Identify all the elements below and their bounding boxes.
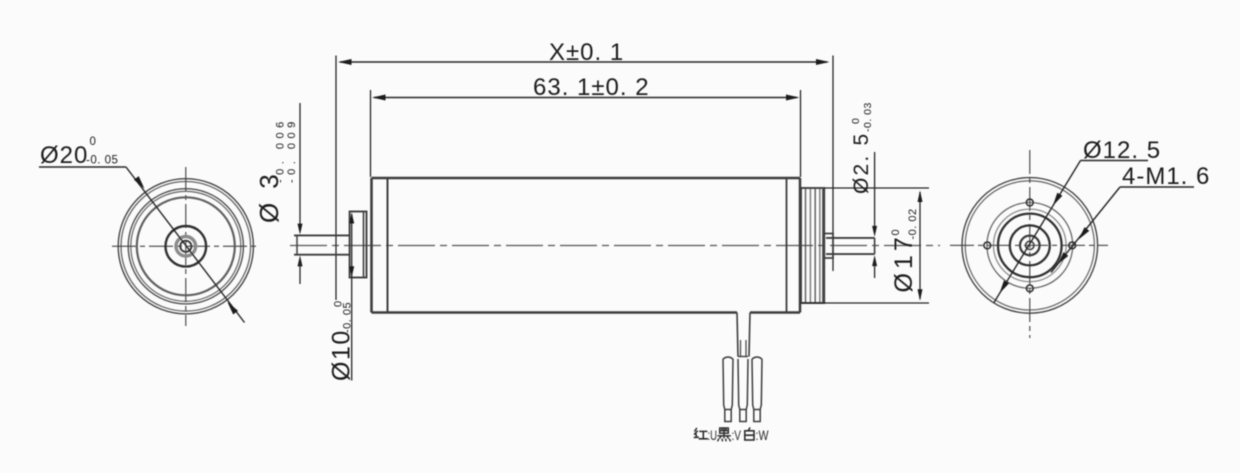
svg-text:Ø20: Ø20 [40,142,88,169]
svg-text:Ø3: Ø3 [254,160,284,223]
svg-text:-0. 03: -0. 03 [862,102,874,132]
svg-text:Ø10: Ø10 [328,329,356,381]
svg-text::U: :U [708,427,718,443]
svg-text:Ø2. 5: Ø2. 5 [850,132,873,194]
svg-text:63. 1±0. 2: 63. 1±0. 2 [533,74,650,101]
svg-text:0: 0 [90,136,97,148]
svg-text:0: 0 [333,300,345,307]
svg-text:0: 0 [890,229,902,236]
svg-text:-0. 006: -0. 006 [275,117,287,183]
svg-text:4-M1. 6: 4-M1. 6 [1122,163,1210,190]
svg-text:X±0. 1: X±0. 1 [549,39,624,66]
svg-text::W: :W [756,427,770,443]
svg-text:-0. 05: -0. 05 [342,302,354,333]
svg-text:Ø12. 5: Ø12. 5 [1083,137,1161,164]
svg-text:0: 0 [850,118,862,124]
svg-text::V: :V [732,427,742,443]
svg-text:-0. 02: -0. 02 [907,208,919,239]
svg-text:-0. 05: -0. 05 [86,155,118,167]
svg-text:-0. 009: -0. 009 [286,117,298,183]
svg-text:Ø17: Ø17 [890,233,918,292]
